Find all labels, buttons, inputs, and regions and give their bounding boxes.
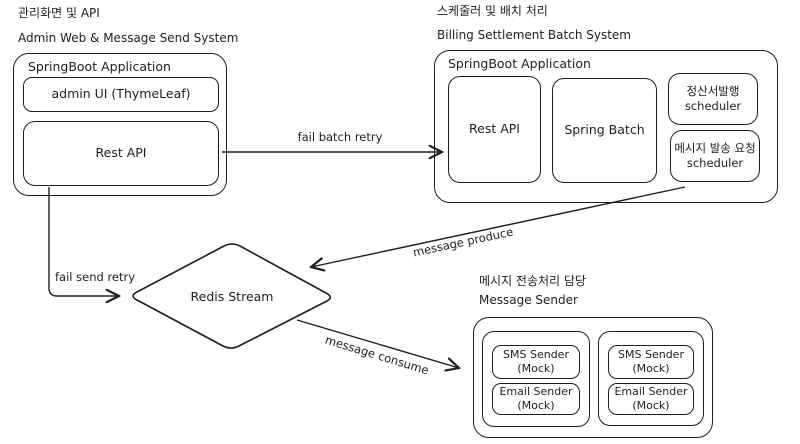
billing-springboot-label: SpringBoot Application: [448, 56, 591, 71]
sender-section-korean-label: 메시지 전송처리 담당: [479, 274, 586, 288]
fail-send-retry-label: fail send retry: [55, 270, 136, 284]
sender-section-title: Message Sender: [479, 293, 578, 307]
spring-batch-box: Spring Batch: [552, 78, 657, 183]
admin-rest-api-box: Rest API: [23, 121, 219, 186]
sms-sender-box-1: SMS Sender (Mock): [492, 345, 580, 379]
redis-stream-label: Redis Stream: [191, 289, 274, 304]
message-produce-label: message produce: [411, 224, 515, 260]
admin-section-title: Admin Web & Message Send System: [18, 31, 239, 45]
billing-section-title: Billing Settlement Batch System: [437, 28, 631, 42]
fail-batch-retry-label: fail batch retry: [297, 130, 383, 144]
message-consume-label: message consume: [323, 332, 431, 378]
billing-rest-api-box: Rest API: [448, 76, 541, 183]
message-request-scheduler-box: 메시지 발송 요청 scheduler: [670, 130, 760, 182]
admin-springboot-label: SpringBoot Application: [28, 59, 171, 74]
email-sender-box-1: Email Sender (Mock): [492, 383, 580, 415]
billing-section-korean-label: 스케줄러 및 배치 처리: [437, 4, 548, 18]
sms-sender-box-2: SMS Sender (Mock): [608, 345, 694, 379]
redis-stream-diamond: [132, 243, 332, 349]
admin-section-korean-label: 관리화면 및 API: [18, 6, 100, 20]
admin-ui-box: admin UI (ThymeLeaf): [23, 77, 219, 112]
email-sender-box-2: Email Sender (Mock): [608, 383, 694, 415]
settlement-scheduler-box: 정산서발행 scheduler: [668, 73, 758, 125]
